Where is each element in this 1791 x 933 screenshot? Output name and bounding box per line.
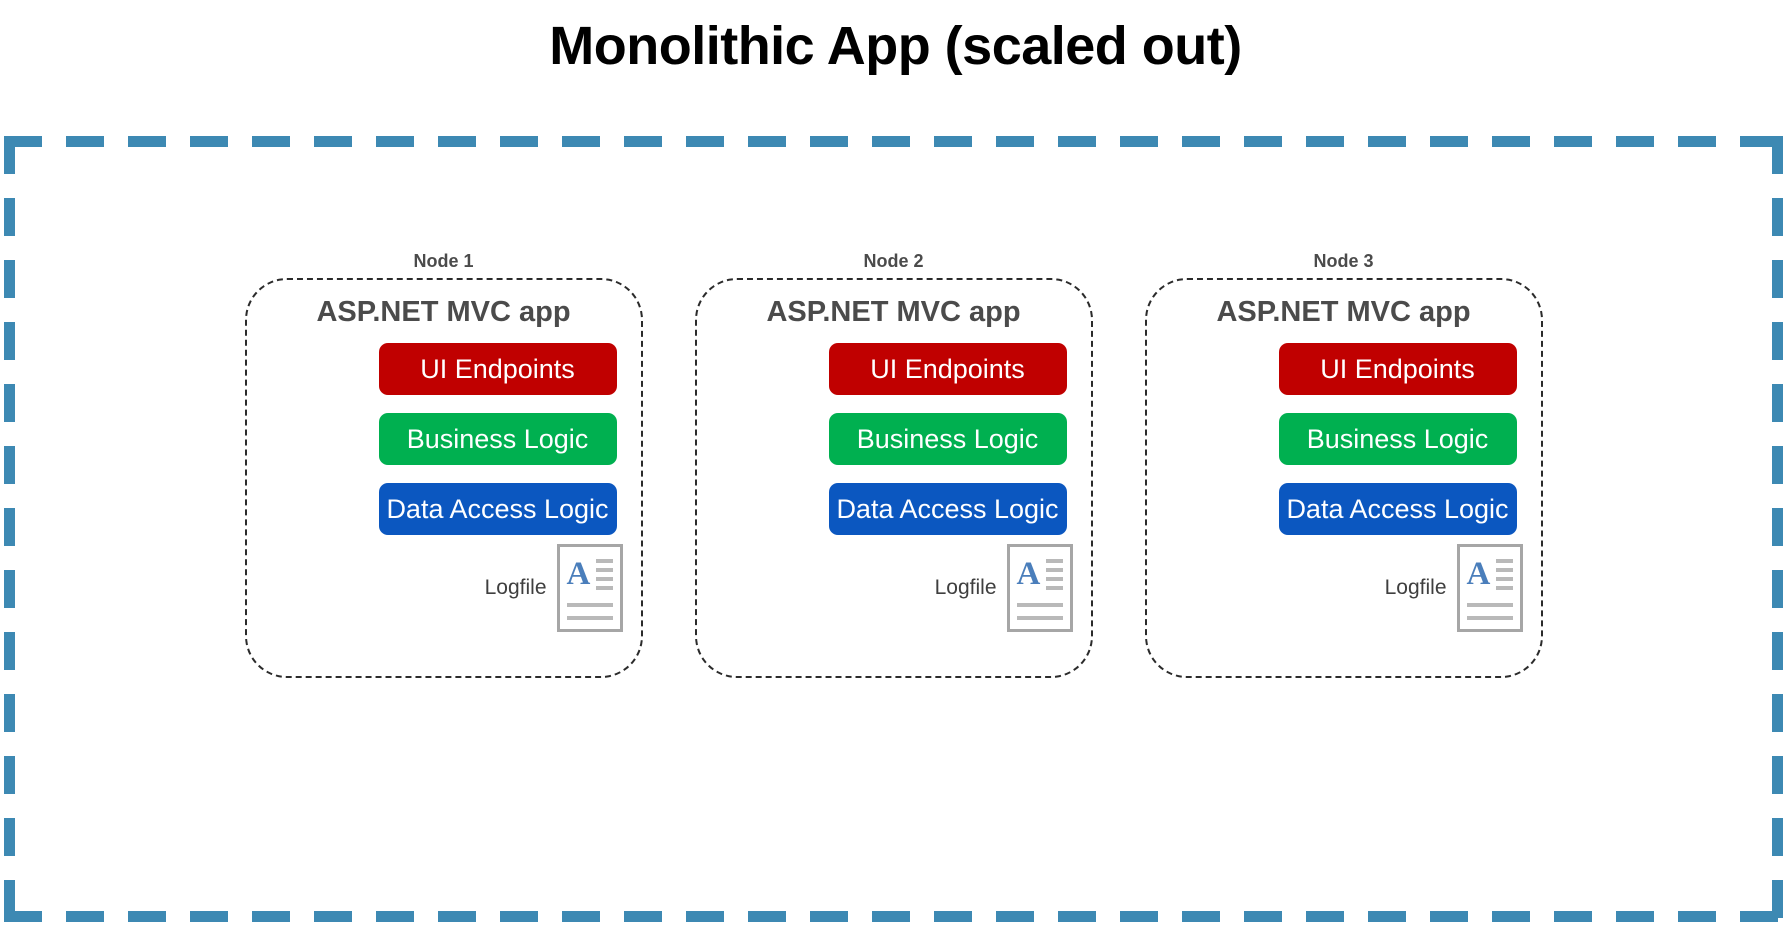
logfile-3: Logfile A (1385, 544, 1523, 632)
node-list: Node 1 ASP.NET MVC app UI Endpoints Busi… (4, 136, 1783, 922)
node-group-2: Node 2 ASP.NET MVC app UI Endpoints Busi… (694, 251, 1093, 678)
document-letter-2: A (1016, 556, 1041, 592)
logfile-label-3: Logfile (1384, 576, 1447, 599)
layer-ui-endpoints-3: UI Endpoints (1278, 343, 1517, 395)
layer-stack-2: UI Endpoints Business Logic Data Access … (713, 343, 1075, 535)
logfile-1: Logfile A (485, 544, 623, 632)
document-icon: A (556, 544, 623, 632)
layer-data-access-logic-2: Data Access Logic (828, 483, 1067, 535)
boundary-edge-left (4, 136, 15, 922)
layer-ui-endpoints-2: UI Endpoints (828, 343, 1067, 395)
app-title-1: ASP.NET MVC app (316, 296, 571, 328)
layer-stack-3: UI Endpoints Business Logic Data Access … (1163, 343, 1525, 535)
app-title-3: ASP.NET MVC app (1216, 296, 1471, 328)
boundary-edge-right (1772, 136, 1783, 922)
node-label-1: Node 1 (413, 251, 474, 271)
layer-ui-endpoints-1: UI Endpoints (378, 343, 617, 395)
document-letter-1: A (566, 556, 591, 592)
layer-data-access-logic-1: Data Access Logic (378, 483, 617, 535)
logfile-label-2: Logfile (934, 576, 997, 599)
node-label-3: Node 3 (1313, 251, 1374, 271)
node-box-2: ASP.NET MVC app UI Endpoints Business Lo… (694, 278, 1093, 678)
document-letter-3: A (1466, 556, 1491, 592)
document-icon: A (1006, 544, 1073, 632)
layer-stack-1: UI Endpoints Business Logic Data Access … (263, 343, 625, 535)
layer-business-logic-1: Business Logic (378, 413, 617, 465)
logfile-label-1: Logfile (484, 576, 547, 599)
logfile-2: Logfile A (935, 544, 1073, 632)
boundary-edge-bottom (4, 911, 1783, 922)
layer-business-logic-3: Business Logic (1278, 413, 1517, 465)
node-group-1: Node 1 ASP.NET MVC app UI Endpoints Busi… (244, 251, 643, 678)
layer-business-logic-2: Business Logic (828, 413, 1067, 465)
page-title: Monolithic App (scaled out) (549, 16, 1242, 76)
node-box-1: ASP.NET MVC app UI Endpoints Business Lo… (244, 278, 643, 678)
document-icon: A (1456, 544, 1523, 632)
node-label-2: Node 2 (863, 251, 924, 271)
app-title-2: ASP.NET MVC app (766, 296, 1021, 328)
layer-data-access-logic-3: Data Access Logic (1278, 483, 1517, 535)
deployment-boundary (4, 136, 1783, 922)
node-box-3: ASP.NET MVC app UI Endpoints Business Lo… (1144, 278, 1543, 678)
node-group-3: Node 3 ASP.NET MVC app UI Endpoints Busi… (1144, 251, 1543, 678)
boundary-edge-top (4, 136, 1783, 147)
